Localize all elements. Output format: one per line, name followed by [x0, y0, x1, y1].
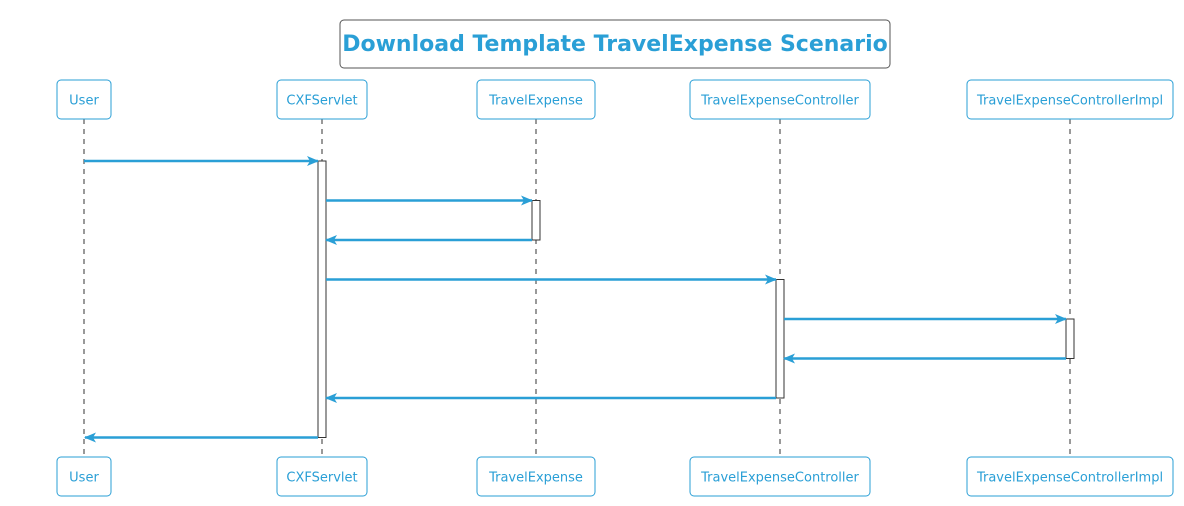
participant-label: TravelExpense [488, 94, 583, 109]
lifelines [83, 119, 1071, 457]
participant-user-bottom: User [56, 456, 112, 497]
participant-label: CXFServlet [286, 94, 357, 109]
participant-box [966, 456, 1174, 497]
participant-travelexpense-bottom: TravelExpense [476, 456, 596, 497]
activations [317, 160, 1075, 438]
activation-cxfservlet [317, 160, 327, 438]
participant-label: CXFServlet [286, 471, 357, 486]
participant-box [476, 456, 596, 497]
participant-travelexpensecontrollerimpl-bottom: TravelExpenseControllerImpl [966, 456, 1174, 497]
participant-box [56, 456, 112, 497]
participant-box [276, 79, 368, 120]
diagram-title: Download Template TravelExpense Scenario [339, 19, 891, 69]
participant-user-top: User [56, 79, 112, 120]
participant-travelexpensecontroller-top: TravelExpenseController [689, 79, 871, 120]
participant-cxfservlet-bottom: CXFServlet [276, 456, 368, 497]
participant-travelexpensecontrollerimpl-top: TravelExpenseControllerImpl [966, 79, 1174, 120]
activation-travelexpensecontrollerimpl [1065, 318, 1075, 359]
participant-box [689, 79, 871, 120]
participants-top: User CXFServlet TravelExpense TravelExpense… [56, 79, 1174, 120]
participant-label: TravelExpenseControllerImpl [976, 94, 1163, 109]
participant-box [689, 456, 871, 497]
participants-bottom: User CXFServlet TravelExpense TravelExpense… [56, 456, 1174, 497]
activation-travelexpensecontroller [775, 279, 785, 399]
participant-box [56, 79, 112, 120]
participant-label: TravelExpenseController [700, 471, 859, 486]
participant-label: TravelExpense [488, 471, 583, 486]
participant-box [476, 79, 596, 120]
title-text: Download Template TravelExpense Scenario [342, 32, 888, 57]
activation-travelexpense [531, 200, 541, 241]
messages [84, 156, 1067, 443]
participant-travelexpensecontroller-bottom: TravelExpenseController [689, 456, 871, 497]
participant-label: TravelExpenseController [700, 94, 859, 109]
participant-box [966, 79, 1174, 120]
title-box [339, 19, 891, 69]
participant-cxfservlet-top: CXFServlet [276, 79, 368, 120]
participant-travelexpense-top: TravelExpense [476, 79, 596, 120]
participant-box [276, 456, 368, 497]
participant-label: TravelExpenseControllerImpl [976, 471, 1163, 486]
participant-label: User [69, 471, 99, 486]
participant-label: User [69, 94, 99, 109]
